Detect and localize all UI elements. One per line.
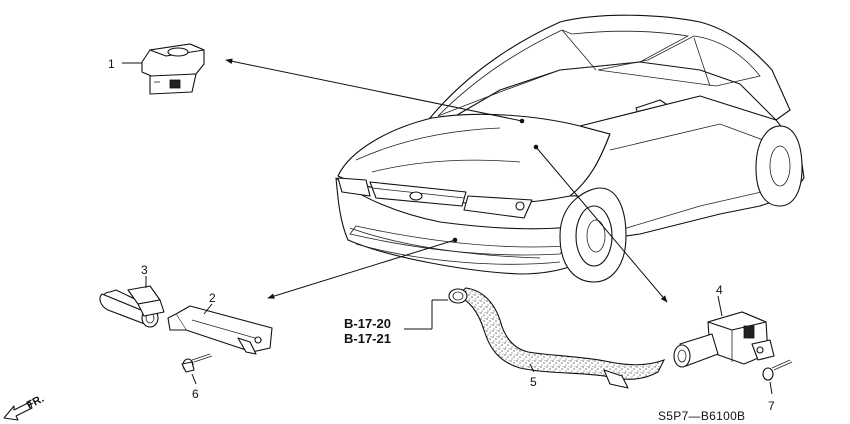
reference-b-17-21[interactable]: B-17-21 xyxy=(344,331,391,346)
callout-6: 6 xyxy=(192,387,199,401)
part-3-sensor[interactable] xyxy=(99,285,165,328)
leader-lines xyxy=(225,58,668,303)
callout-5: 5 xyxy=(530,375,537,389)
part-4-valve[interactable] xyxy=(673,311,775,368)
leader-line-7 xyxy=(769,381,773,395)
part-7-screw[interactable] xyxy=(762,359,793,381)
leader-arrow-2 xyxy=(267,239,456,299)
diagram-code: S5P7—B6100B xyxy=(658,409,745,423)
callout-3: 3 xyxy=(141,263,148,277)
car-illustration xyxy=(335,14,805,283)
callout-1: 1 xyxy=(108,57,115,71)
leader-line-4 xyxy=(717,295,723,317)
part-2-bracket[interactable] xyxy=(167,305,273,355)
front-direction-indicator: FR. xyxy=(3,393,46,421)
leader-arrow-4 xyxy=(535,146,668,303)
callout-4: 4 xyxy=(716,283,723,297)
leader-arrow-1 xyxy=(225,58,523,122)
front-label: FR. xyxy=(25,393,46,412)
callout-2: 2 xyxy=(209,291,216,305)
part-5-hose[interactable] xyxy=(448,287,666,389)
reference-b-17-20[interactable]: B-17-20 xyxy=(344,316,391,331)
leader-line-6 xyxy=(191,373,197,385)
part-6-bolt[interactable] xyxy=(181,353,213,373)
part-1-sensor[interactable] xyxy=(141,43,205,95)
leader-line-5 xyxy=(529,363,535,373)
leader-line-2 xyxy=(203,303,213,315)
callout-7: 7 xyxy=(768,399,775,413)
